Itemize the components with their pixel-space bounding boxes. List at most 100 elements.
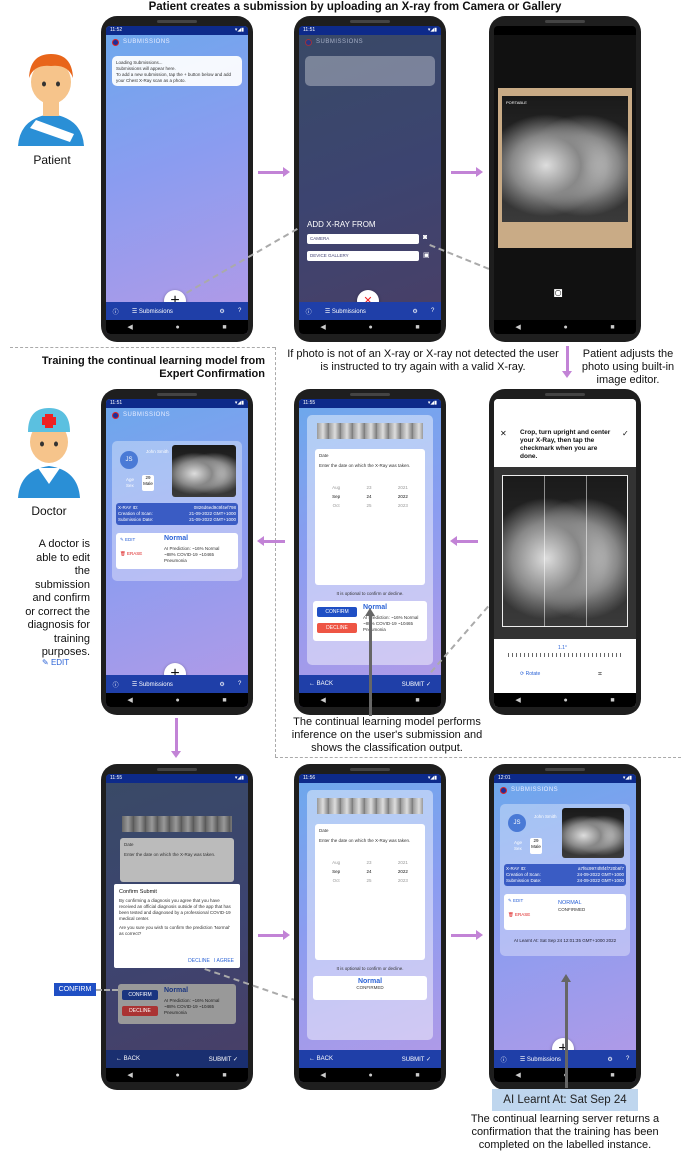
shutter-camera-icon[interactable]: ◙ [554,284,563,300]
system-nav: ◀ ● ■ [106,320,248,334]
back-icon[interactable]: ◀ [320,324,326,331]
settings-icon[interactable]: ⚙ [219,681,225,688]
top-title: Patient creates a submission by uploadin… [148,1,562,13]
home-icon[interactable]: ● [368,1071,373,1079]
result-label: Normal [357,978,383,985]
age-label: Age [514,840,523,845]
date-card-dimmed: Date Enter the date on which the X-Ray w… [120,838,234,882]
info-icon[interactable]: ⓘ [305,309,312,316]
info-msg-2: To add a new submission, tap the + butto… [116,72,231,83]
dialog-decline-button[interactable]: DECLINE [188,958,210,964]
xray-thumbnail [562,808,624,858]
rotation-slider[interactable] [508,653,622,657]
home-icon[interactable]: ● [563,696,568,704]
settings-icon[interactable]: ⚙ [607,1056,613,1063]
confirm-button[interactable]: CONFIRM [122,990,158,1000]
app-title: SUBMISSIONS [511,787,559,793]
app-title: SUBMISSIONS [123,39,171,45]
edit-button[interactable]: ✎ EDIT [120,537,136,542]
recents-icon[interactable]: ■ [222,323,227,331]
training-frame-bottom [275,757,681,758]
camera-icon[interactable]: ◙ [423,234,428,241]
pencil-icon: ✎ [42,658,49,667]
crop-icon[interactable]: ⌗ [598,671,602,678]
confirm-button[interactable]: CONFIRM [317,607,357,617]
info-icon[interactable]: ⓘ [500,1057,507,1064]
submit-button[interactable]: SUBMIT ✓ [208,1056,238,1063]
help-icon[interactable]: ? [626,1056,630,1062]
submit-button[interactable]: SUBMIT ✓ [401,1056,431,1063]
screen-3: PORTABLE ◙ ◀●■ [494,26,636,334]
recents-icon[interactable]: ■ [610,1071,615,1079]
gallery-icon[interactable]: ▣ [423,252,430,259]
help-icon[interactable]: ? [431,308,435,314]
back-icon[interactable]: ◀ [127,324,133,331]
recents-icon[interactable]: ■ [415,323,420,331]
checkmark-icon[interactable]: ✓ [622,429,629,438]
back-button[interactable]: ← BACK [116,1056,141,1062]
dialog-agree-button[interactable]: I AGREE [213,958,234,964]
close-icon[interactable]: ✕ [500,429,507,438]
home-icon[interactable]: ● [563,323,568,331]
bottom-nav: ⓘ ☰ Submissions ⚙ ? [299,302,441,320]
recents-icon[interactable]: ■ [610,323,615,331]
rotate-tab[interactable]: ⟳ Rotate [520,671,541,677]
learnt-timestamp: AI Learnt At: Sat Sep 24 12:01:35 GMT+10… [513,938,617,943]
settings-icon[interactable]: ⚙ [412,308,418,315]
screen-2: 11:51▾◢▮ SUBMISSIONS ADD X-RAY FROM CAME… [299,26,441,334]
submissions-tab[interactable]: ☰ Submissions [131,308,173,315]
erase-button[interactable]: 🗑 ERASE [120,551,143,556]
confirm-panel-dimmed: CONFIRM DECLINE Normal AI Prediction: ~1… [118,984,236,1024]
info-icon[interactable]: ⓘ [112,682,119,689]
back-icon[interactable]: ◀ [320,1072,326,1079]
back-icon[interactable]: ◀ [515,324,521,331]
submissions-tab[interactable]: ☰ Submissions [324,308,366,315]
system-nav: ◀ ● ■ [106,693,248,707]
home-icon[interactable]: ● [175,696,180,704]
home-icon[interactable]: ● [368,323,373,331]
back-icon[interactable]: ◀ [320,697,326,704]
recents-icon[interactable]: ■ [222,696,227,704]
help-icon[interactable]: ? [238,308,242,314]
gallery-option[interactable]: DEVICE GALLERY [307,251,419,261]
back-icon[interactable]: ◀ [515,697,521,704]
recents-icon[interactable]: ■ [610,696,615,704]
settings-icon[interactable]: ⚙ [219,308,225,315]
phone-3: PORTABLE ◙ ◀●■ [489,16,641,342]
back-button[interactable]: ← BACK [309,1056,334,1062]
submissions-tab[interactable]: ☰ Submissions [519,1056,561,1063]
submissions-tab[interactable]: ☰ Submissions [131,681,173,688]
recents-icon[interactable]: ■ [415,1071,420,1079]
inference-caption: The continual learning model performs in… [291,716,483,754]
prediction-text: AI Prediction: ~16% Normal ~88% COVID-19… [164,998,220,1015]
patient-name: John Smith [534,814,557,819]
submit-button[interactable]: SUBMIT ✓ [401,681,431,688]
decline-button[interactable]: DECLINE [317,623,357,633]
info-icon[interactable]: ⓘ [112,309,119,316]
back-icon[interactable]: ◀ [515,1072,521,1079]
home-icon[interactable]: ● [175,323,180,331]
crop-area[interactable] [494,467,636,639]
avatar: JS [120,451,138,469]
system-nav: ◀ ● ■ [494,693,636,707]
form-nav: ← BACK SUBMIT ✓ [299,1050,441,1068]
recents-icon[interactable]: ■ [415,696,420,704]
erase-button[interactable]: 🗑 ERASE [508,912,531,917]
decline-button[interactable]: DECLINE [122,1006,158,1016]
help-icon[interactable]: ? [238,681,242,687]
recents-icon[interactable]: ■ [222,1071,227,1079]
confirm-badge: CONFIRM [54,983,96,996]
back-icon[interactable]: ◀ [127,697,133,704]
edit-button[interactable]: ✎ EDIT [508,898,524,903]
xray-strip [317,798,423,814]
back-button[interactable]: ← BACK [309,681,334,687]
back-icon[interactable]: ◀ [127,1072,133,1079]
home-icon[interactable]: ● [175,1071,180,1079]
camera-option[interactable]: CAMERA [307,234,419,244]
